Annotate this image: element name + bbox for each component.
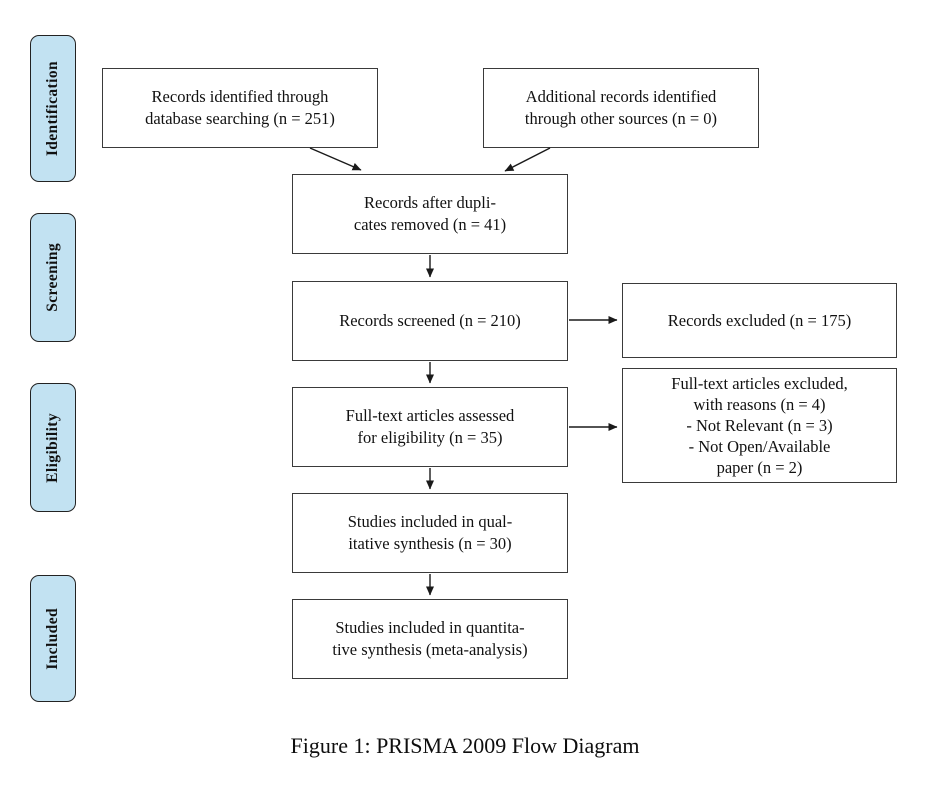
arrow-identified-to-duplicates	[309, 147, 362, 171]
arrow-additional-to-duplicates	[504, 147, 551, 172]
stage-identification: Identification	[30, 35, 76, 182]
stage-screening-label: Screening	[44, 243, 61, 312]
box-records-identified: Records identified through database sear…	[102, 68, 378, 148]
stage-included-label: Included	[44, 607, 61, 670]
stage-included: Included	[30, 575, 76, 702]
box-records-screened: Records screened (n = 210)	[292, 281, 568, 361]
stage-identification-label: Identification	[44, 60, 61, 157]
box-quantitative-synthesis: Studies included in quantita- tive synth…	[292, 599, 568, 679]
box-fulltext-excluded: Full-text articles excluded, with reason…	[622, 368, 897, 483]
stage-eligibility: Eligibility	[30, 383, 76, 512]
figure-caption: Figure 1: PRISMA 2009 Flow Diagram	[290, 733, 640, 758]
stage-screening: Screening	[30, 213, 76, 342]
box-additional-records: Additional records identified through ot…	[483, 68, 759, 148]
stage-eligibility-label: Eligibility	[44, 412, 61, 483]
box-fulltext-assessed: Full-text articles assessed for eligibil…	[292, 387, 568, 467]
box-duplicates-removed: Records after dupli- cates removed (n = …	[292, 174, 568, 254]
box-records-excluded: Records excluded (n = 175)	[622, 283, 897, 358]
box-qualitative-synthesis: Studies included in qual- itative synthe…	[292, 493, 568, 573]
